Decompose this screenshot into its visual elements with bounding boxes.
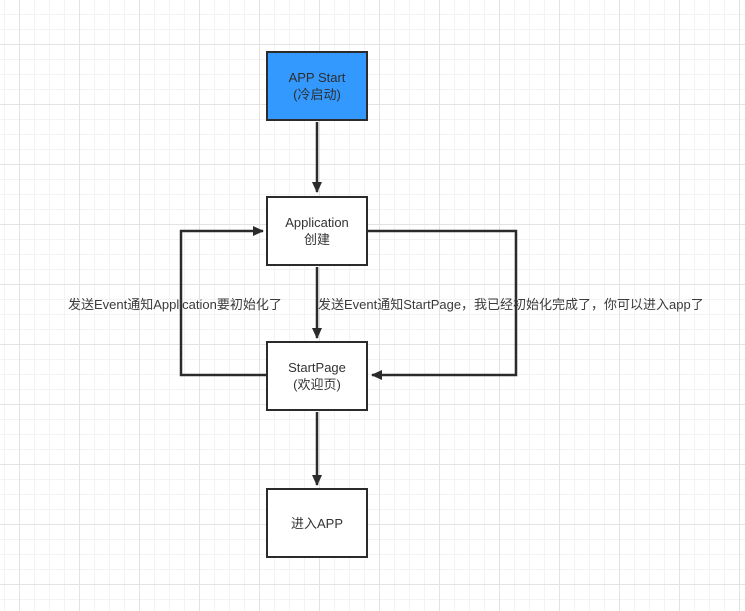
node-label-line2: (冷启动)	[293, 87, 341, 102]
node-label-line2: 创建	[303, 232, 330, 247]
edge-label-notify-application[interactable]: 发送Event通知Application要初始化了	[68, 297, 282, 312]
node-label-line1: Application	[285, 215, 349, 230]
edge-startpage-to-application-loop[interactable]	[179, 226, 266, 377]
node-label-line2: (欢迎页)	[293, 377, 341, 392]
node-application[interactable]: Application 创建	[266, 196, 368, 266]
node-start-page[interactable]: StartPage (欢迎页)	[266, 341, 368, 411]
node-enter-app[interactable]: 进入APP	[266, 488, 368, 558]
node-label-line1: StartPage	[288, 360, 346, 375]
node-app-start[interactable]: APP Start (冷启动)	[266, 51, 368, 121]
edge-application-to-startpage-loop[interactable]	[368, 229, 518, 380]
edge-label-notify-startpage[interactable]: 发送Event通知StartPage，我已经初始化完成了，你可以进入app了	[318, 297, 704, 312]
node-label-line1: 进入APP	[290, 515, 343, 531]
node-label-line1: APP Start	[288, 70, 346, 85]
